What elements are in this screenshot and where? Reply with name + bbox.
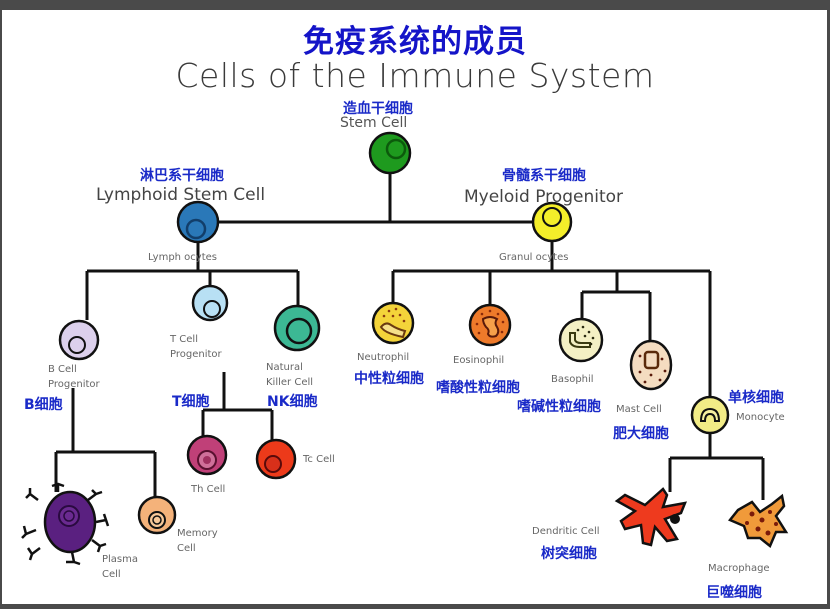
mast-cell-label-en: Mast Cell	[616, 404, 662, 415]
dendritic-cell-label-en: Dendritic Cell	[532, 526, 600, 537]
nk-cell-label-cn: NK细胞	[267, 394, 318, 410]
stem-cell-icon	[368, 131, 412, 175]
b-progenitor-label-en-1: B Cell	[48, 364, 77, 375]
neutrophil-icon	[371, 301, 415, 345]
dendritic-cell-icon	[614, 487, 687, 547]
t-cell-label-cn: T细胞	[172, 394, 210, 410]
stem-cell-label-cn: 造血干细胞	[343, 101, 413, 117]
title-english: Cells of the Immune System	[175, 56, 655, 95]
neutrophil-label-en: Neutrophil	[357, 352, 410, 363]
myeloid-label-cn: 骨髓系干细胞	[502, 168, 586, 184]
memory-cell-icon	[137, 495, 177, 535]
basophil-label-cn: 嗜碱性粒细胞	[517, 399, 601, 415]
lymphoid-stem-cell-icon	[176, 200, 220, 244]
tc-cell-icon	[255, 438, 297, 480]
myeloid-label-en: Myeloid Progenitor	[464, 187, 624, 207]
eosinophil-label-en: Eosinophil	[453, 355, 505, 366]
tc-cell-label: Tc Cell	[303, 454, 335, 465]
dendritic-cell-label-cn: 树突细胞	[541, 546, 597, 562]
lymphoid-label-en: Lymphoid Stem Cell	[96, 185, 266, 205]
t-progenitor-label-en-1: T Cell	[170, 334, 198, 345]
basophil-icon	[558, 317, 604, 363]
lymphocytes-label: Lymph ocytes	[148, 252, 217, 263]
natural-killer-cell-icon	[273, 304, 321, 352]
t-progenitor-label-en-2: Progenitor	[170, 349, 222, 360]
th-cell-label: Th Cell	[191, 484, 226, 495]
myeloid-progenitor-icon	[531, 201, 573, 243]
basophil-label-en: Basophil	[551, 374, 594, 385]
plasma-cell-label-2: Cell	[102, 569, 121, 580]
memory-cell-label-2: Cell	[177, 543, 196, 554]
plasma-cell-icon	[21, 482, 110, 566]
eosinophil-icon	[468, 303, 512, 347]
title-chinese: 免疫系统的成员	[303, 24, 527, 60]
th-cell-icon	[186, 434, 228, 476]
eosinophil-label-cn: 嗜酸性粒细胞	[436, 380, 520, 396]
monocyte-label-en: Monocyte	[736, 412, 785, 423]
monocyte-icon	[690, 395, 730, 435]
stem-cell-label-en: Stem Cell	[340, 115, 408, 131]
plasma-cell-label-1: Plasma	[102, 554, 139, 565]
t-cell-progenitor-icon	[191, 284, 229, 322]
granulocytes-label: Granul ocytes	[499, 252, 569, 263]
macrophage-label-cn: 巨噬细胞	[706, 585, 762, 601]
monocyte-label-cn: 单核细胞	[728, 390, 784, 406]
mast-cell-label-cn: 肥大细胞	[613, 426, 669, 442]
macrophage-icon	[727, 493, 789, 549]
nk-label-en-1: Natural	[266, 362, 303, 373]
mast-cell-icon	[629, 339, 673, 391]
b-progenitor-label-en-2: Progenitor	[48, 379, 100, 390]
nk-label-en-2: Killer Cell	[266, 377, 314, 388]
macrophage-label-en: Macrophage	[708, 563, 770, 574]
diagram-frame	[2, 10, 827, 604]
b-cell-progenitor-icon	[58, 319, 100, 361]
neutrophil-label-cn: 中性粒细胞	[354, 371, 424, 387]
connector-lines	[54, 173, 765, 500]
memory-cell-label-1: Memory	[177, 528, 218, 539]
b-cell-label-cn: B细胞	[24, 397, 63, 413]
lymphoid-label-cn: 淋巴系干细胞	[140, 168, 224, 184]
